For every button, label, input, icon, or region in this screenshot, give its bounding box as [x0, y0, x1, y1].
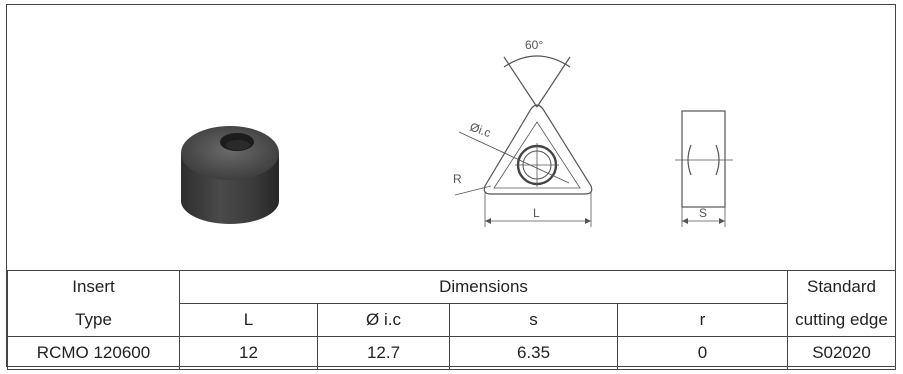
product-spec-frame: 60° Øi.c R L	[6, 4, 896, 370]
cell-r: 0	[617, 336, 788, 370]
table-header-row-1: Insert Dimensions Standard	[7, 270, 896, 304]
col-header-L: L	[179, 303, 318, 337]
side-view-drawing: S	[675, 110, 733, 227]
cell-s: 6.35	[449, 336, 618, 370]
header-insert-line2: Type	[7, 303, 180, 337]
header-standard-line2: cutting edge	[787, 303, 896, 337]
cell-L: 12	[179, 336, 318, 370]
header-dimensions: Dimensions	[179, 270, 788, 304]
cell-type: RCMO 120600	[7, 336, 180, 370]
triangle-drawing: 60° Øi.c R L	[453, 38, 593, 227]
spec-table: Insert Dimensions Standard Type L Ø i.c …	[7, 270, 896, 370]
col-header-ic: Ø i.c	[317, 303, 450, 337]
table-header-row-2: Type L Ø i.c s r cutting edge	[7, 303, 896, 337]
thickness-label: S	[699, 206, 707, 220]
radius-label: R	[453, 172, 462, 186]
insert-photo	[181, 126, 279, 224]
cell-edge: S02020	[787, 336, 896, 370]
table-row: RCMO 120600 12 12.7 6.35 0 S02020	[7, 336, 896, 370]
cell-ic: 12.7	[317, 336, 450, 370]
header-standard-line1: Standard	[787, 270, 896, 304]
ic-label: Øi.c	[468, 120, 493, 140]
col-header-r: r	[617, 303, 788, 337]
col-header-s: s	[449, 303, 618, 337]
insert-figure: 60° Øi.c R L	[181, 38, 733, 227]
header-insert-line1: Insert	[7, 270, 180, 304]
length-label: L	[533, 206, 540, 220]
angle-label: 60°	[525, 38, 543, 52]
